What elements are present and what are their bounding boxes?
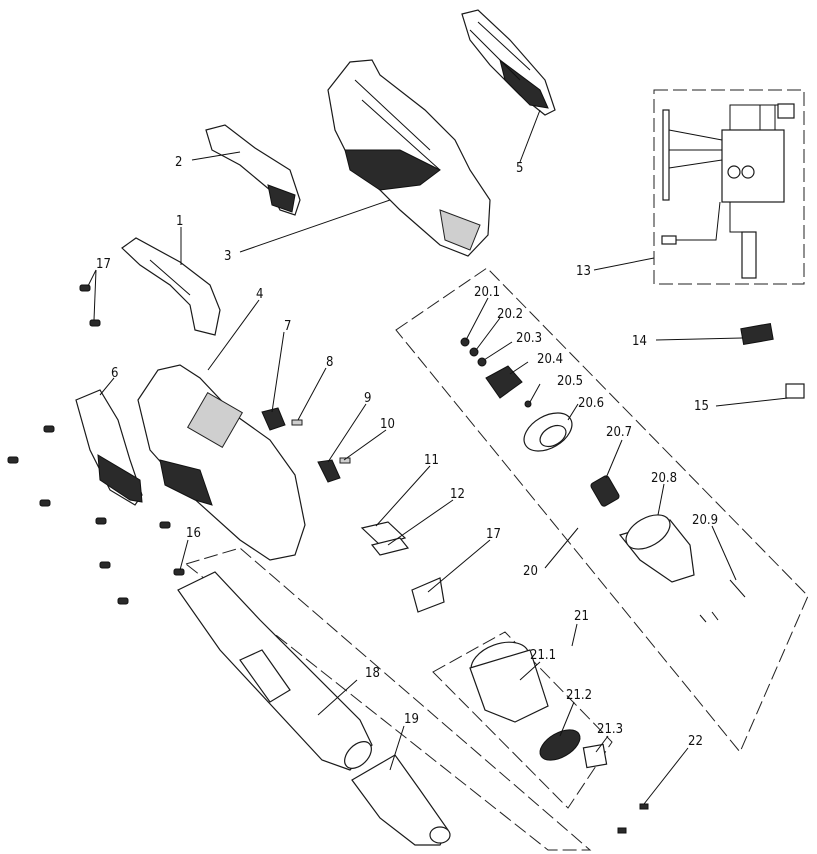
label-22: 22 [688,734,703,749]
group-20-box [395,267,809,753]
part-19-nozzle [351,754,451,846]
part-labels: 1 2 3 4 5 6 7 8 9 10 11 12 13 14 15 16 1… [96,155,718,749]
small-parts [261,407,445,613]
group-21-box [432,631,613,809]
group-21-parts [469,641,608,769]
part-2-handle-half [205,124,301,216]
label-18: 18 [365,666,380,681]
label-2: 2 [175,155,182,170]
label-21: 21 [574,609,589,624]
label-20-2: 20.2 [497,307,523,322]
label-20-8: 20.8 [651,471,677,486]
label-14: 14 [632,334,647,349]
label-21-3: 21.3 [597,722,623,737]
label-9: 9 [364,391,371,406]
screw-22b [617,827,627,834]
group-18-box [184,547,592,851]
label-15: 15 [694,399,709,414]
screw-22a [639,803,649,810]
label-20: 20 [523,564,538,579]
part-3-housing [327,59,491,257]
label-20-3: 20.3 [516,331,542,346]
label-12: 12 [450,487,465,502]
part-18-tube [177,571,373,771]
label-19: 19 [404,712,419,727]
label-5: 5 [516,161,523,176]
label-21-1: 21.1 [530,648,556,663]
label-16: 16 [186,526,201,541]
label-20-1: 20.1 [474,285,500,300]
label-20-5: 20.5 [557,374,583,389]
label-10: 10 [380,417,395,432]
screws-left [7,284,185,605]
label-3: 3 [224,249,231,264]
label-17-middle: 17 [486,527,501,542]
group-20-parts [460,337,746,623]
label-6: 6 [111,366,118,381]
label-11: 11 [424,453,439,468]
label-20-9: 20.9 [692,513,718,528]
label-13: 13 [576,264,591,279]
part-13-wiring [661,103,795,279]
label-20-4: 20.4 [537,352,563,367]
label-8: 8 [326,355,333,370]
part-5-rear-cover [461,9,556,116]
group-13-box [653,89,805,285]
label-17-left: 17 [96,257,111,272]
label-1: 1 [176,214,183,229]
leader-lines [87,109,789,805]
part-15-clip [785,383,805,399]
part-6-side-cover [75,389,143,506]
part-14-switch [740,322,774,346]
label-20-6: 20.6 [578,396,604,411]
label-21-2: 21.2 [566,688,592,703]
label-7: 7 [284,319,291,334]
part-1-handle [121,237,221,336]
part-4-side-housing [137,364,306,561]
label-20-7: 20.7 [606,425,632,440]
label-4: 4 [256,287,263,302]
